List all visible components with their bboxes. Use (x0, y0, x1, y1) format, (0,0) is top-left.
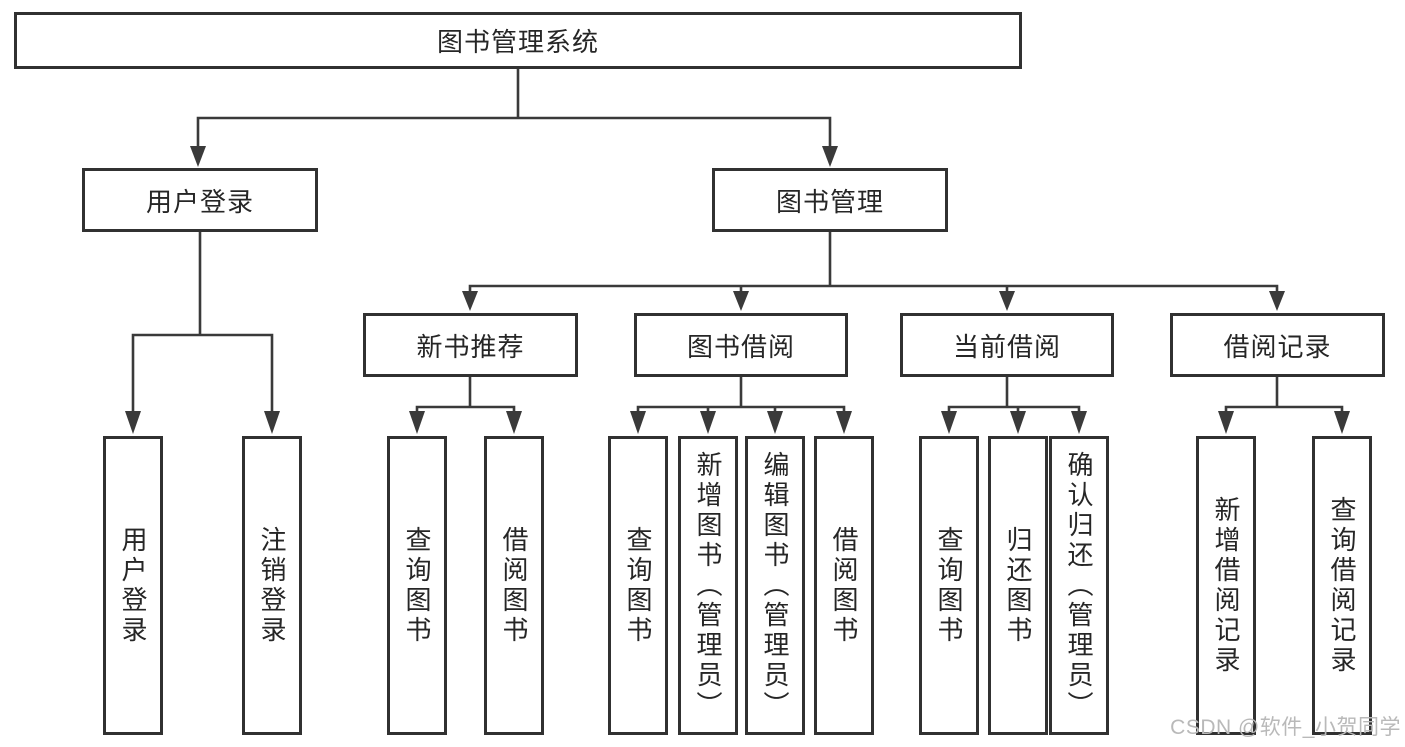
node-user-login: 用户登录 (82, 168, 318, 232)
leaf-return-books: 归还图书 (988, 436, 1048, 735)
leaf-query-books-current: 查询图书 (919, 436, 979, 735)
leaf-confirm-return-admin: 确认归还（管理员） (1049, 436, 1109, 735)
node-label: 图书管理 (775, 186, 884, 217)
node-label: 借阅图书 (829, 525, 859, 646)
arrowhead (506, 411, 522, 434)
arrowhead (462, 291, 478, 311)
arrowhead (941, 411, 957, 434)
node-book-management: 图书管理 (712, 168, 948, 232)
arrowhead (767, 411, 783, 434)
leaf-edit-book-admin: 编辑图书（管理员） (745, 436, 805, 735)
node-new-book-recommendation: 新书推荐 (363, 313, 578, 377)
node-label: 编辑图书（管理员） (760, 450, 790, 721)
arrowhead (1071, 411, 1087, 434)
node-label: 新增图书（管理员） (693, 450, 723, 721)
node-current-borrowing: 当前借阅 (900, 313, 1114, 377)
tree-edges (131, 69, 1344, 413)
arrowhead (1218, 411, 1234, 434)
leaf-add-borrowing-record: 新增借阅记录 (1196, 436, 1256, 735)
node-book-borrowing: 图书借阅 (634, 313, 848, 377)
arrowhead-group (125, 146, 1350, 434)
node-label: 查询借阅记录 (1327, 495, 1357, 676)
node-label: 注销登录 (257, 525, 287, 646)
node-label: 借阅记录 (1223, 331, 1332, 362)
leaf-query-borrowing-record: 查询借阅记录 (1312, 436, 1372, 735)
leaf-logout: 注销登录 (242, 436, 302, 735)
arrowhead (264, 411, 280, 434)
node-borrowing-records: 借阅记录 (1170, 313, 1385, 377)
node-label: 新书推荐 (416, 331, 525, 362)
arrowhead (630, 411, 646, 434)
node-label: 归还图书 (1003, 525, 1033, 646)
arrowhead (1010, 411, 1026, 434)
arrowhead (999, 291, 1015, 311)
node-library-management-system: 图书管理系统 (14, 12, 1022, 69)
node-label: 确认归还（管理员） (1064, 450, 1094, 721)
node-label: 当前借阅 (952, 331, 1061, 362)
arrowhead (733, 291, 749, 311)
node-label: 查询图书 (623, 525, 653, 646)
arrowhead (1334, 411, 1350, 434)
arrowhead (836, 411, 852, 434)
node-label: 新增借阅记录 (1211, 495, 1241, 676)
arrowhead (1269, 291, 1285, 311)
leaf-query-books-borrowing: 查询图书 (608, 436, 668, 735)
node-label: 用户登录 (145, 186, 254, 217)
arrowhead (409, 411, 425, 434)
node-label: 图书管理系统 (436, 27, 599, 57)
arrowhead (700, 411, 716, 434)
leaf-user-login: 用户登录 (103, 436, 163, 735)
node-label: 用户登录 (118, 525, 148, 646)
arrowhead (125, 411, 141, 434)
arrowhead (190, 146, 206, 167)
leaf-borrow-books-borrowing: 借阅图书 (814, 436, 874, 735)
leaf-query-books-recommend: 查询图书 (387, 436, 447, 735)
node-label: 图书借阅 (686, 331, 795, 362)
node-label: 查询图书 (934, 525, 964, 646)
node-label: 查询图书 (402, 525, 432, 646)
csdn-watermark: CSDN @软件_小贺同学 (1170, 716, 1401, 739)
arrowhead (822, 146, 838, 167)
leaf-add-book-admin: 新增图书（管理员） (678, 436, 738, 735)
leaf-borrow-books-recommend: 借阅图书 (484, 436, 544, 735)
node-label: 借阅图书 (499, 525, 529, 646)
